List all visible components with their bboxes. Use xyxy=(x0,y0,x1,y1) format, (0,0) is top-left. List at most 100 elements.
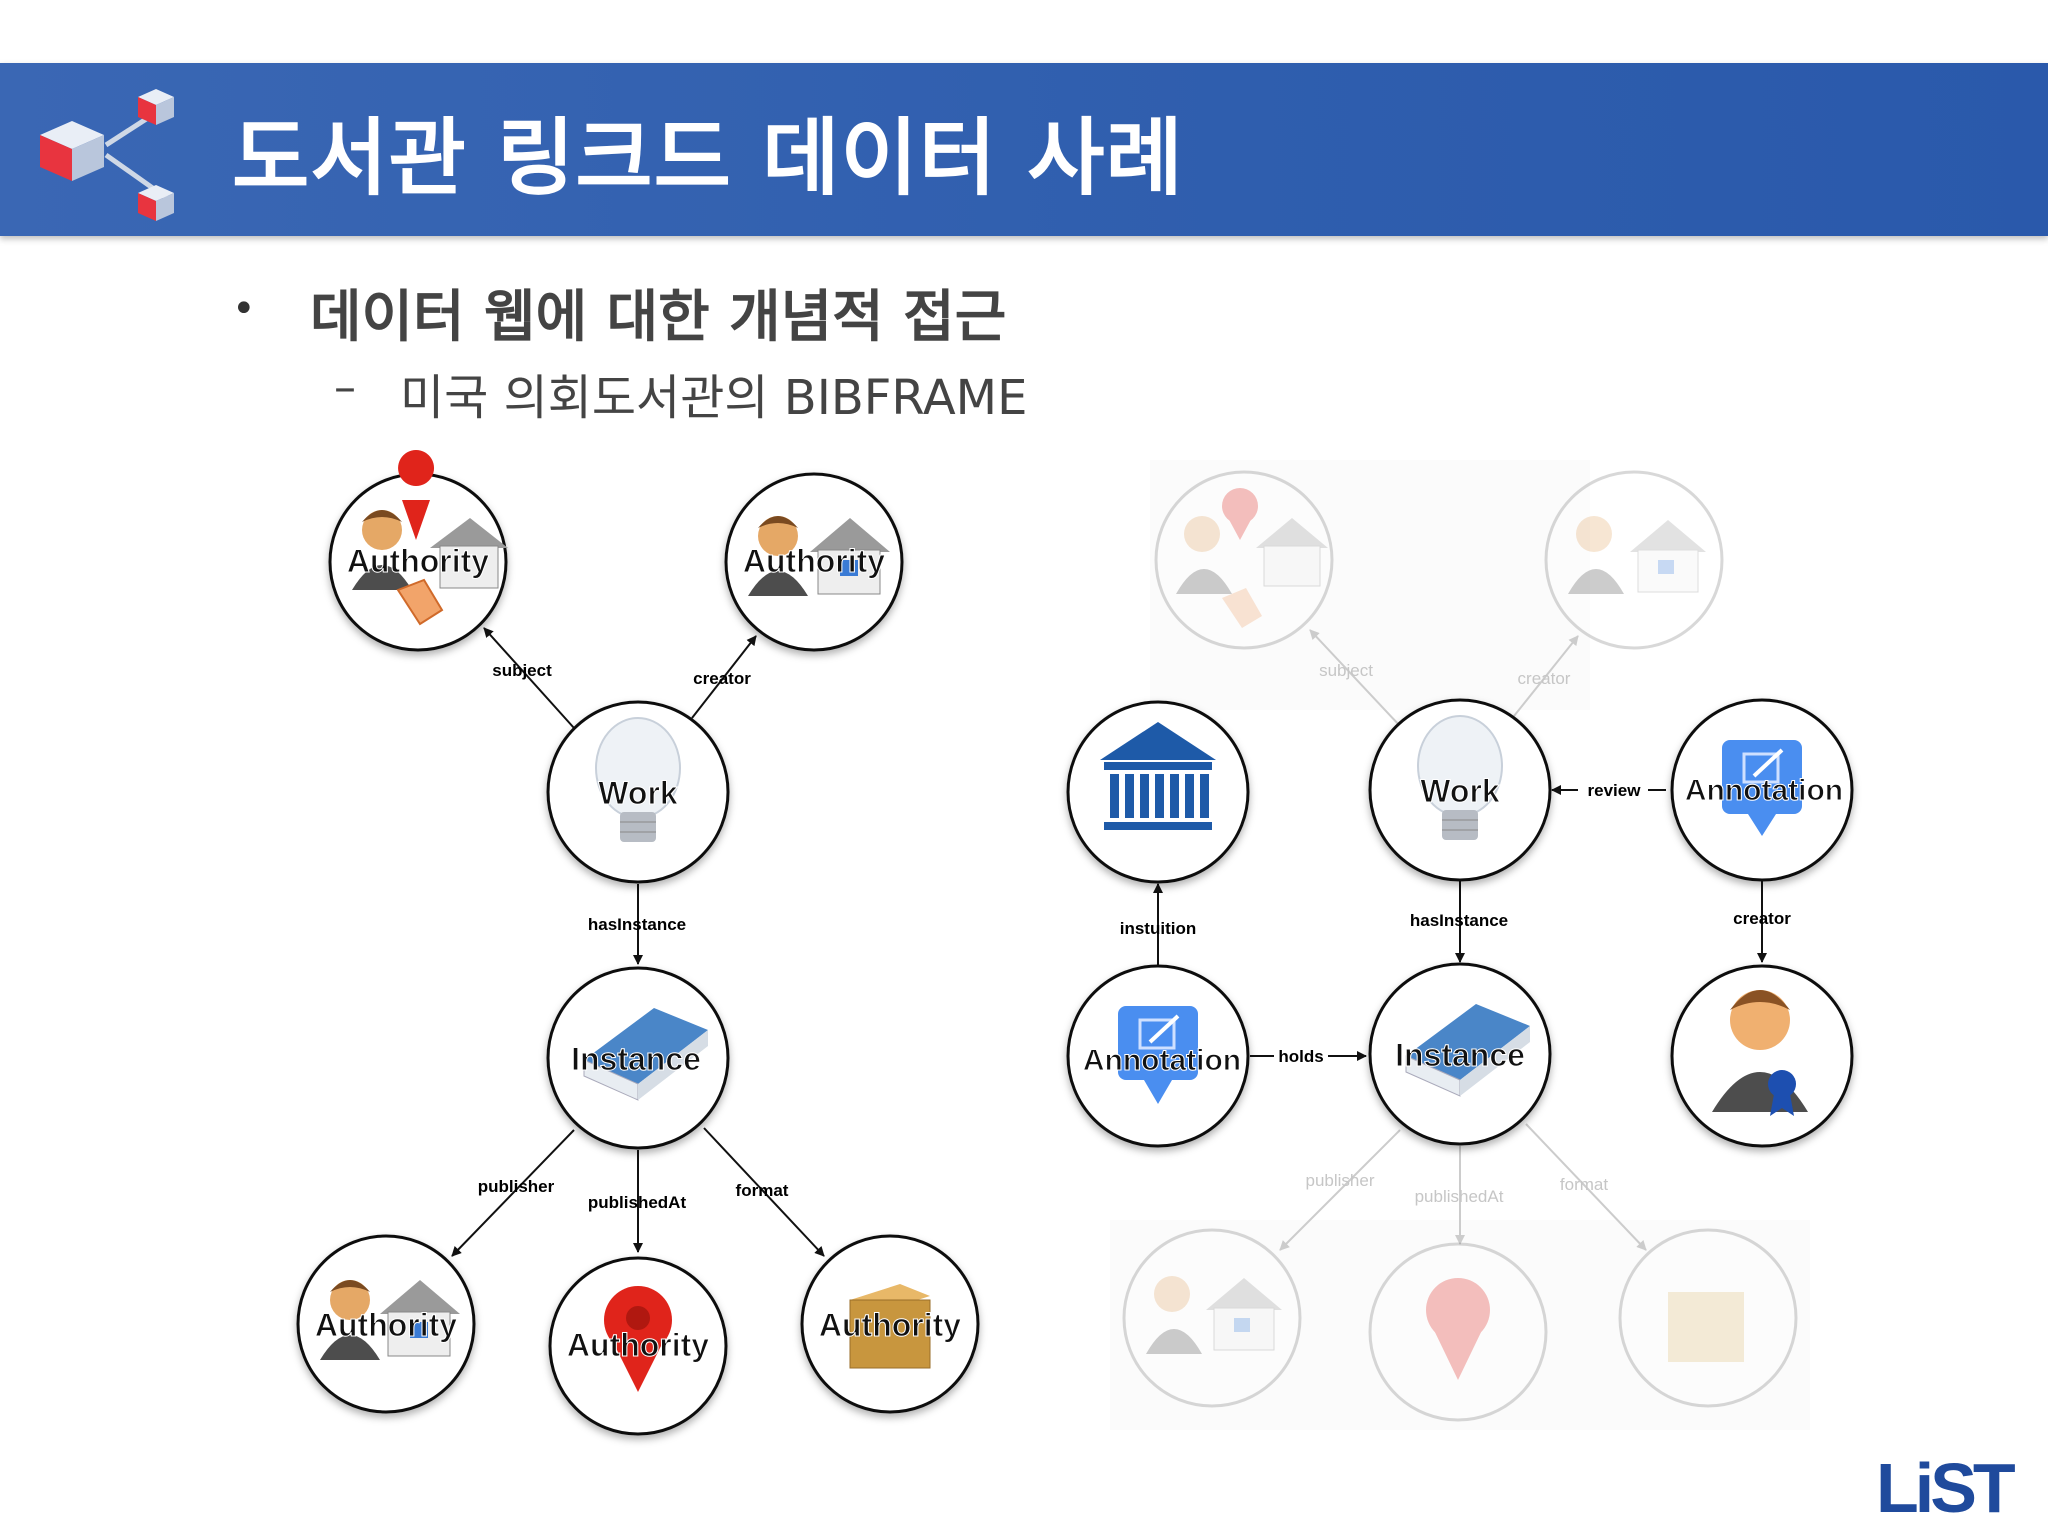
node-annotation-top: Annotation xyxy=(1670,698,1854,882)
node-authority-subject: Authority xyxy=(328,450,508,652)
house-icon xyxy=(1206,1278,1282,1351)
node-annotation-left: Annotation xyxy=(1066,964,1250,1148)
ghost-node-authority-creator xyxy=(1544,470,1724,650)
person-icon xyxy=(1146,1276,1202,1354)
edge-label-creator: creator xyxy=(693,669,751,688)
edge-has-instance: hasInstance xyxy=(588,884,686,965)
node-label: Authority xyxy=(567,1327,709,1363)
node-label: Work xyxy=(1420,773,1500,809)
ghost-node-authority-format xyxy=(1618,1228,1798,1408)
edge-has-instance: hasInstance xyxy=(1410,880,1508,963)
cube-network-icon xyxy=(40,89,174,221)
bullet-dot: • xyxy=(232,286,256,332)
edge-label-instuition: instuition xyxy=(1120,919,1196,938)
tag-icon xyxy=(1222,588,1262,628)
node-label: Authority xyxy=(347,543,489,579)
faded-region xyxy=(1110,460,1810,1430)
node-authority-format: Authority xyxy=(800,1234,980,1414)
left-diagram: subject creator hasInstance publisher pu… xyxy=(296,450,980,1436)
node-instance: Instance xyxy=(546,966,730,1150)
edge-label-creator-right: creator xyxy=(1733,909,1791,928)
edge-label-format: format xyxy=(736,1181,789,1200)
tag-icon xyxy=(396,578,444,626)
edge-label-subject: subject xyxy=(1319,661,1373,680)
list-logo: LiST xyxy=(1876,1448,2036,1527)
edge-holds: holds xyxy=(1250,1044,1367,1068)
edge-label-has-instance: hasInstance xyxy=(588,915,686,934)
edge-subject: subject xyxy=(483,627,575,729)
lightbulb-icon xyxy=(1417,715,1503,840)
edge-label-subject: subject xyxy=(492,661,552,680)
title-bar: 도서관 링크드 데이터 사례 xyxy=(0,63,2048,236)
edge-label-format: format xyxy=(1560,1175,1608,1194)
ghost-node-authority-published-at xyxy=(1368,1242,1548,1422)
person-icon xyxy=(748,516,808,596)
pin-icon xyxy=(398,450,435,540)
sub-bullet-dash: – xyxy=(334,362,356,413)
slide-title: 도서관 링크드 데이터 사례 xyxy=(232,109,1184,207)
book-icon xyxy=(583,1008,708,1101)
person-icon xyxy=(1176,516,1232,594)
node-instance: Instance xyxy=(1368,962,1552,1146)
person-icon xyxy=(320,1280,380,1360)
right-diagram: subject creator publisher publishedAt fo… xyxy=(1066,460,1854,1430)
node-person-award xyxy=(1670,964,1854,1148)
edge-creator: creator xyxy=(691,635,757,719)
ghost-node-authority-subject xyxy=(1154,470,1334,650)
edge-label-holds: holds xyxy=(1278,1047,1323,1066)
edge-label-published-at: publishedAt xyxy=(588,1193,687,1212)
box-icon xyxy=(849,1284,931,1369)
edge-publisher: publisher xyxy=(451,1129,575,1257)
node-authority-creator: Authority xyxy=(724,472,904,652)
edge-review: review xyxy=(1551,778,1666,802)
edge-publisher: publisher xyxy=(1279,1129,1401,1251)
pin-icon xyxy=(604,1286,672,1392)
person-icon xyxy=(352,510,412,590)
edge-label-has-instance: hasInstance xyxy=(1410,911,1508,930)
box-icon xyxy=(1668,1292,1744,1362)
bullet-text-1: 데이터 웹에 대한 개념적 접근 xyxy=(310,285,1007,350)
edge-label-publisher: publisher xyxy=(478,1177,555,1196)
node-institution xyxy=(1066,700,1250,884)
logo-text: LiST xyxy=(1876,1449,2015,1522)
node-label: Annotation xyxy=(1685,774,1843,807)
edge-label-review: review xyxy=(1588,781,1642,800)
node-work: Work xyxy=(1368,698,1552,882)
annotation-icon xyxy=(1118,1006,1198,1104)
node-label: Work xyxy=(598,775,678,811)
node-label: Instance xyxy=(1395,1037,1525,1073)
house-icon xyxy=(380,1280,460,1357)
bullet-text-2: 미국 의회도서관의 BIBFRAME xyxy=(400,370,1028,426)
node-work: Work xyxy=(546,700,730,884)
edge-format: format xyxy=(703,1127,825,1257)
edge-label-creator-top: creator xyxy=(1518,669,1571,688)
person-award-icon xyxy=(1712,990,1808,1116)
edge-instuition: instuition xyxy=(1120,883,1196,968)
ghost-node-authority-publisher xyxy=(1122,1228,1302,1408)
edge-creator-top: creator xyxy=(1513,635,1579,717)
edge-published-at: publishedAt xyxy=(588,1150,687,1253)
node-label: Authority xyxy=(819,1307,961,1343)
edge-format: format xyxy=(1525,1123,1647,1251)
edge-published-at: publishedAt xyxy=(1415,1146,1504,1245)
edge-subject: subject xyxy=(1309,629,1401,727)
house-icon xyxy=(810,518,890,595)
edge-creator-right: creator xyxy=(1733,880,1791,963)
edge-label-publisher: publisher xyxy=(1306,1171,1375,1190)
house-icon xyxy=(1256,518,1328,587)
annotation-icon xyxy=(1722,740,1802,836)
book-icon xyxy=(1405,1004,1530,1097)
pin-icon xyxy=(1426,1278,1490,1380)
node-authority-published-at: Authority xyxy=(548,1256,728,1436)
library-building-icon xyxy=(1100,722,1216,830)
house-icon xyxy=(1630,520,1706,593)
edge-label-published-at: publishedAt xyxy=(1415,1187,1504,1206)
node-authority-publisher: Authority xyxy=(296,1234,476,1414)
list-logo-mark: LiST xyxy=(1876,1449,2019,1527)
house-icon xyxy=(430,518,508,589)
node-label: Annotation xyxy=(1083,1044,1241,1077)
lightbulb-icon xyxy=(595,717,681,842)
pin-icon xyxy=(1222,488,1258,540)
node-label: Authority xyxy=(743,543,885,579)
